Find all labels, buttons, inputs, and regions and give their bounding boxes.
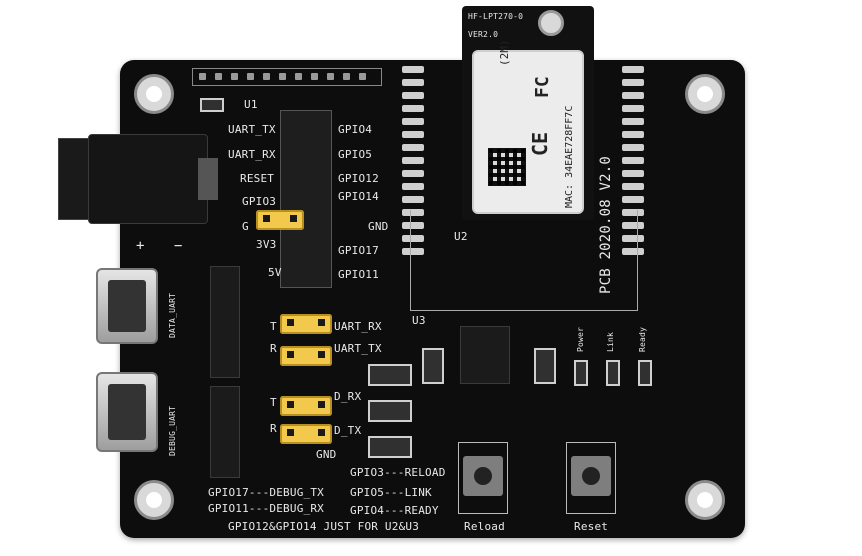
- header-label-g: G: [242, 220, 249, 233]
- jumper-label-r2: R: [270, 422, 277, 435]
- u3-pads-left: [402, 66, 424, 276]
- usb-debug-uart-port[interactable]: [96, 372, 158, 452]
- reload-button-frame: [458, 442, 508, 514]
- jumper-label-d-rx: D_RX: [334, 390, 362, 403]
- capacitor-1: [422, 348, 444, 384]
- mounting-hole-top-right: [685, 74, 725, 114]
- led-ready: [638, 360, 652, 386]
- usb-data-uart-port[interactable]: [96, 268, 158, 344]
- led-label-ready: Ready: [638, 326, 647, 352]
- header-label-gpio12: GPIO12: [338, 172, 379, 185]
- jumper-debug-tx[interactable]: [280, 424, 332, 444]
- pcb-version-label: PCB 2020.08 V2.0: [598, 155, 614, 294]
- note-gpio3-reload: GPIO3---RELOAD: [350, 466, 446, 479]
- header-label-gpio5: GPIO5: [338, 148, 373, 161]
- led-power: [574, 360, 588, 386]
- jumper-label-t1: T: [270, 320, 277, 333]
- module-shield: (2M) FC CE MAC: 34EAE728FF7C: [472, 40, 584, 214]
- capacitor-2: [534, 348, 556, 384]
- chip-ch340-debug: [210, 386, 240, 478]
- jumper-label-r1: R: [270, 342, 277, 355]
- module-mac-label: MAC: 34EAE728FF7C: [564, 105, 575, 208]
- jumper-uart-rx[interactable]: [280, 314, 332, 334]
- module-ant-label: HF-LPT270-0: [468, 12, 524, 21]
- power-minus-sign: −: [174, 238, 183, 254]
- jumper-label-uart-rx: UART_RX: [334, 320, 382, 333]
- led-label-link: Link: [606, 331, 615, 352]
- led-label-power: Power: [576, 326, 585, 352]
- reload-button[interactable]: [463, 456, 503, 496]
- mounting-hole-top-left: [134, 74, 174, 114]
- ce-mark: CE: [528, 131, 552, 156]
- note-gpio17-debug-tx: GPIO17---DEBUG_TX: [208, 486, 324, 499]
- pin-header: [280, 110, 332, 288]
- reset-button[interactable]: [571, 456, 611, 496]
- fc-mark: FC: [532, 76, 553, 98]
- mounting-hole-bottom-right: [685, 480, 725, 520]
- header-label-reset: RESET: [240, 172, 275, 185]
- pcb-board: U1 UART_TX UART_RX RESET GPIO3 G 3V3 5V …: [120, 60, 745, 538]
- diode-1: [368, 364, 412, 386]
- note-gpio11-debug-rx: GPIO11---DEBUG_RX: [208, 502, 324, 515]
- led-link: [606, 360, 620, 386]
- label-u3: U3: [412, 314, 426, 327]
- module-ver-label: VER2.0: [468, 30, 499, 39]
- jumper-label-d-tx: D_TX: [334, 424, 362, 437]
- header-label-gpio11: GPIO11: [338, 268, 379, 281]
- voltage-regulator: [460, 326, 510, 384]
- top-pin-row: [192, 68, 382, 86]
- header-label-gpio17: GPIO17: [338, 244, 379, 257]
- header-label-3v3: 3V3: [256, 238, 277, 251]
- header-label-5v: 5V: [268, 266, 282, 279]
- label-u1: U1: [244, 98, 258, 111]
- header-label-gpio14: GPIO14: [338, 190, 379, 203]
- u3-outline: [410, 210, 638, 311]
- header-label-uart-tx: UART_TX: [228, 123, 276, 136]
- jumper-label-uart-tx: UART_TX: [334, 342, 382, 355]
- reload-button-label: Reload: [464, 520, 505, 533]
- note-gpio12-gpio14: GPIO12&GPIO14 JUST FOR U2&U3: [228, 520, 420, 533]
- power-plus-sign: +: [136, 238, 145, 254]
- u3-pads-right: [622, 66, 644, 276]
- header-label-gpio3: GPIO3: [242, 195, 277, 208]
- dc-power-jack: [58, 134, 218, 224]
- antenna-connector-icon: [538, 10, 564, 36]
- qr-code-icon: [488, 148, 526, 186]
- reset-button-label: Reset: [574, 520, 609, 533]
- jumper-label-gnd: GND: [316, 448, 337, 461]
- jumper-uart-tx[interactable]: [280, 346, 332, 366]
- reset-button-frame: [566, 442, 616, 514]
- note-gpio4-ready: GPIO4---READY: [350, 504, 439, 517]
- note-gpio5-link: GPIO5---LINK: [350, 486, 432, 499]
- mounting-hole-bottom-left: [134, 480, 174, 520]
- usb-debug-label: DEBUG_UART: [168, 405, 177, 456]
- header-label-gnd: GND: [368, 220, 389, 233]
- jumper-gpio3[interactable]: [256, 210, 304, 230]
- diode-2: [368, 400, 412, 422]
- header-label-uart-rx: UART_RX: [228, 148, 276, 161]
- usb-data-label: DATA_UART: [168, 292, 177, 338]
- smd-component-top: [200, 98, 224, 112]
- module-size-label: (2M): [498, 39, 511, 67]
- jumper-label-t2: T: [270, 396, 277, 409]
- wifi-module: HF-LPT270-0 VER2.0 (2M) FC CE MAC: 34EAE…: [462, 6, 594, 220]
- label-u2: U2: [454, 230, 468, 243]
- chip-ch340-data: [210, 266, 240, 378]
- jumper-debug-rx[interactable]: [280, 396, 332, 416]
- header-label-gpio4: GPIO4: [338, 123, 373, 136]
- diode-3: [368, 436, 412, 458]
